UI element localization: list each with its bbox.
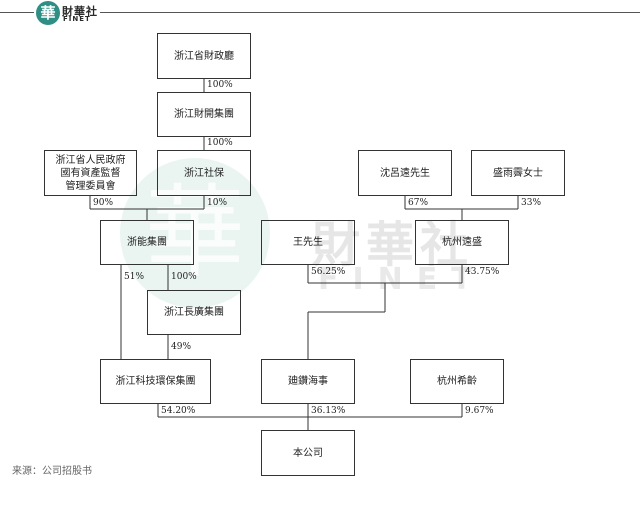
source-note: 来源：公司招股书 [12,466,92,477]
pct-shen-to-yuansheng: 67% [408,198,429,208]
pct-changguang-to-tech: 49% [171,342,192,352]
node-shen-lvyuan: 沈呂遠先生 [358,150,452,196]
header-rule-left [0,12,34,13]
logo-text-en: FINET [63,15,91,23]
pct-dept-to-fin-group: 100% [207,80,233,90]
logo-text-cn: 財華社 [62,5,98,18]
pct-energy-to-tech: 51% [124,272,145,282]
watermark-circle [120,158,270,308]
node-the-company: 本公司 [261,430,355,476]
header-bar: 華 財華社 FINET [0,0,640,26]
node-zhejiang-finance-dev-group: 浙江財開集團 [157,92,251,137]
watermark-text-cn: 財華社 [312,217,475,273]
watermark-text-en: FINET [318,262,486,297]
pct-tech-to-company: 54.20% [161,406,196,416]
pct-wang-to-dizuan: 56.25% [311,267,346,277]
node-zhejiang-energy-group: 浙能集團 [100,220,194,265]
pct-xiling-to-company: 9.67% [465,406,494,416]
watermark-glyph: 華 [145,174,245,291]
node-zhejiang-changguang-group: 浙江長廣集團 [147,290,241,335]
node-zhejiang-social-security: 浙江社保 [157,150,251,196]
node-zhejiang-tech-env-group: 浙江科技環保集團 [100,359,211,404]
pct-social-to-energy: 10% [207,198,228,208]
finet-logo-icon: 華 [36,1,60,25]
pct-sheng-to-yuansheng: 33% [521,198,542,208]
node-hangzhou-xiling: 杭州希齡 [410,359,504,404]
pct-dizuan-to-company: 36.13% [311,406,346,416]
node-hangzhou-yuansheng: 杭州遠盛 [415,220,509,265]
pct-fin-group-to-social: 100% [207,138,233,148]
node-zhejiang-sasac: 浙江省人民政府 國有資產監督 管理委員會 [44,150,137,196]
pct-sasac-to-energy: 90% [93,198,114,208]
pct-yuansheng-to-dizuan: 43.75% [465,267,500,277]
node-sheng-yuping: 盛雨霽女士 [471,150,565,196]
node-mr-wang: 王先生 [261,220,355,265]
header-rule [100,12,640,13]
pct-energy-to-changguang: 100% [171,272,197,282]
node-zhejiang-finance-dept: 浙江省財政廳 [157,33,251,79]
node-dizuan-haishi: 廸鑽海事 [261,359,355,404]
